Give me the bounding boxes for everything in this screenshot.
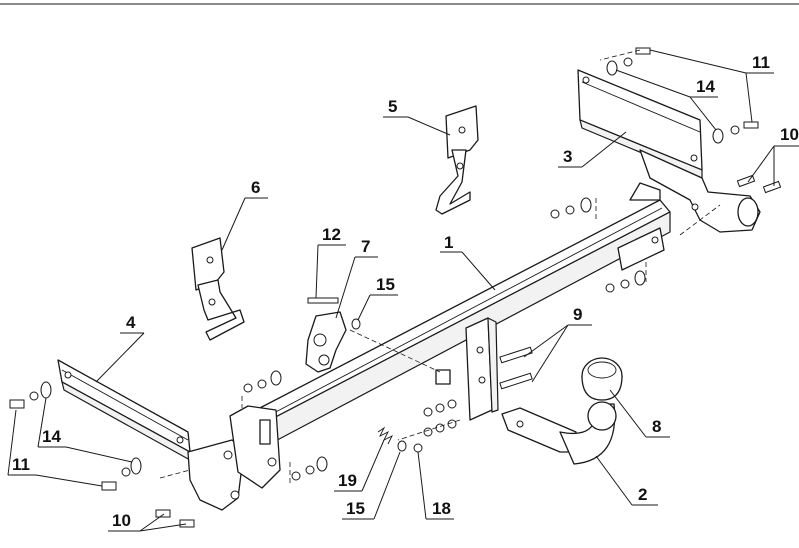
callout-15-lower: 15 [346,499,365,518]
callout-18: 18 [432,499,451,518]
callout-11-right: 11 [752,53,770,72]
callout-14-left: 14 [42,427,61,446]
callout-6: 6 [251,178,260,197]
hardware-right [606,47,782,194]
callout-19: 19 [338,471,357,490]
assembly-lines [159,49,721,486]
central-tow-plate [435,317,499,421]
callout-9: 9 [573,305,582,324]
part-8-ball-cover [581,357,623,401]
callout-12: 12 [322,225,341,244]
callout-4: 4 [126,313,136,332]
callout-15-upper: 15 [376,275,395,294]
part-3-right-bracket [577,69,761,233]
callout-14-right: 14 [696,77,715,96]
callout-10-left: 10 [112,511,131,530]
callout-11-left: 11 [12,455,30,474]
callout-1: 1 [444,233,453,252]
callout-5: 5 [388,97,397,116]
part-2-tow-neck [501,401,617,465]
hardware-nuts [243,197,646,481]
part-6-mounting-bracket [191,237,245,341]
hardware-left [9,381,195,528]
callout-8: 8 [652,417,661,436]
callout-3: 3 [563,147,572,166]
callout-7: 7 [361,237,370,256]
part-5-mounting-bracket [435,105,479,215]
part-4-left-bracket [57,359,281,511]
part-7-socket-plate [305,311,347,373]
callout-10-right: 10 [780,125,799,144]
callout-2: 2 [638,485,647,504]
